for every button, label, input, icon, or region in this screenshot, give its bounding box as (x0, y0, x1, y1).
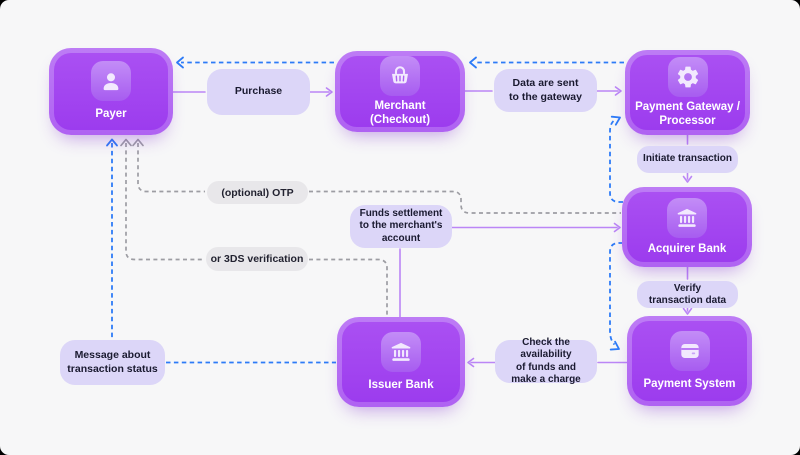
user-icon (91, 61, 131, 102)
edge-initiate-arrow (682, 175, 693, 183)
label-funds-settlement: Funds settlement to the merchant's accou… (350, 205, 452, 248)
label-data-sent: Data are sent to the gateway (494, 69, 597, 112)
node-issuer-body: Issuer Bank (342, 322, 460, 402)
node-payer: Payer (49, 48, 173, 135)
label-initiate-transaction: Initiate transaction (637, 146, 738, 173)
edge-3ds-left (125, 143, 204, 261)
gear-icon (667, 56, 708, 97)
edge-purchase-arrow (325, 87, 333, 97)
arrow-into-psystem (609, 340, 620, 351)
node-psystem: Payment System (627, 316, 752, 406)
node-issuer: Issuer Bank (337, 317, 465, 407)
node-merchant: Merchant (Checkout) (335, 51, 465, 132)
node-gateway: Payment Gateway / Processor (625, 50, 750, 135)
node-gateway-body: Payment Gateway / Processor (630, 55, 745, 130)
arrow-into-payer-bottom-blue (106, 138, 118, 147)
node-merchant-body: Merchant (Checkout) (340, 55, 460, 127)
edge-acquirer-to-psystem (609, 242, 623, 346)
solid-flow-edges (172, 86, 693, 368)
edge-funds (399, 226, 618, 318)
node-merchant-label: Merchant (Checkout) (369, 99, 431, 126)
response-dashed-edges (106, 56, 624, 364)
label-message-status: Message about transaction status (60, 340, 165, 385)
label-verify-transaction-data: Verify transaction data (637, 281, 738, 308)
node-payer-label: Payer (95, 108, 127, 121)
bank-icon (667, 197, 707, 238)
node-payer-body: Payer (54, 53, 168, 130)
edge-verify-arrow (682, 307, 693, 315)
edge-data-sent-arrow (614, 86, 622, 96)
node-acquirer: Acquirer Bank (622, 187, 752, 267)
node-acquirer-label: Acquirer Bank (647, 242, 727, 255)
node-psystem-label: Payment System (643, 377, 736, 390)
arrow-into-payer-bottom-otp (132, 138, 144, 147)
edge-otp-right (309, 190, 621, 214)
node-psystem-body: Payment System (632, 321, 747, 401)
card-icon (669, 330, 710, 371)
edge-check-arrow (467, 357, 475, 368)
arrow-into-payer-right (176, 56, 184, 69)
edge-3ds-right (309, 258, 388, 316)
node-issuer-label: Issuer Bank (368, 378, 434, 391)
label-check-availability: Check the availability of funds and make… (495, 337, 597, 385)
node-acquirer-body: Acquirer Bank (627, 192, 747, 262)
edge-acquirer-to-gateway (609, 118, 623, 203)
edge-otp-left (137, 143, 205, 193)
edge-funds-arrow (613, 222, 621, 233)
label-3ds-verification: or 3DS verification (206, 247, 308, 271)
arrow-into-payer-bottom-3ds (120, 138, 132, 147)
auth-dashed-edges (120, 138, 621, 316)
node-gateway-label: Payment Gateway / Processor (635, 100, 740, 127)
label-purchase: Purchase (207, 69, 310, 115)
arrow-into-gateway (610, 115, 621, 126)
bank-icon (381, 331, 421, 372)
basket-icon (380, 55, 420, 96)
label-optional-otp: (optional) OTP (207, 181, 308, 204)
arrow-into-merchant (469, 56, 477, 69)
